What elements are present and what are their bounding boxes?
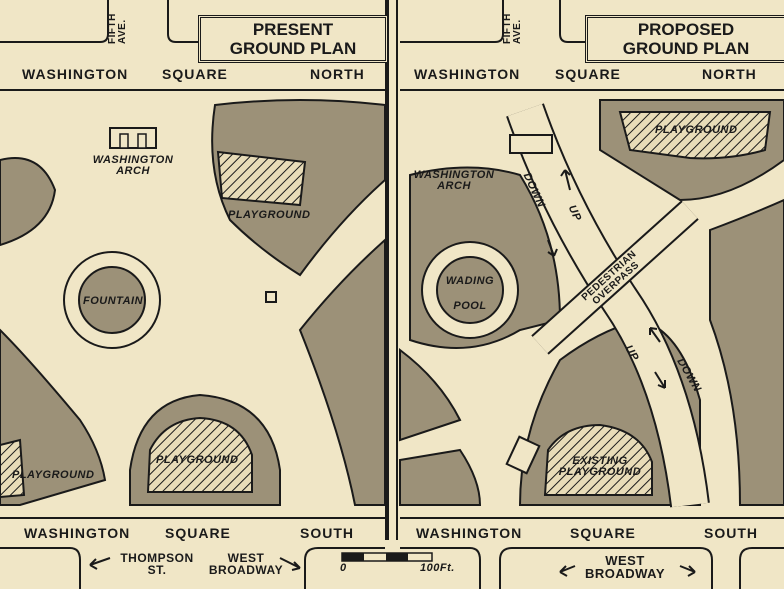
right-playground-n-label: PLAYGROUND: [655, 124, 738, 136]
right-arch-line2: ARCH: [437, 180, 471, 192]
thompson-st-label: THOMPSON ST.: [112, 552, 202, 576]
left-panel-graphic: [0, 0, 386, 589]
left-south-street-1: WASHINGTON: [24, 525, 131, 541]
wading-pool-label: WADING POOL: [440, 276, 500, 312]
right-fifth-ave-label: FIFTH AVE.: [502, 13, 523, 44]
right-arch-label: WASHINGTON ARCH: [404, 170, 504, 192]
left-playground-sw-label: PLAYGROUND: [12, 469, 95, 481]
left-north-street-1: WASHINGTON: [22, 66, 129, 82]
right-title-line1: PROPOSED: [637, 20, 735, 39]
right-arch-line1: WASHINGTON: [413, 169, 495, 181]
left-title-box: PRESENT GROUND PLAN: [198, 15, 388, 63]
left-fifth-ave-label: FIFTH AVE.: [107, 13, 128, 44]
right-north-street-3: NORTH: [702, 66, 757, 82]
fountain-label: FOUNTAIN: [83, 295, 144, 307]
right-wb-line2: BROADWAY: [584, 566, 666, 581]
right-title-line2: GROUND PLAN: [622, 39, 750, 58]
right-wb-line1: WEST: [605, 553, 645, 568]
left-title-line1: PRESENT: [252, 20, 334, 39]
existing-playground-label: EXISTING PLAYGROUND: [550, 456, 650, 478]
right-title-box: PROPOSED GROUND PLAN: [585, 15, 784, 63]
left-north-street-3: NORTH: [310, 66, 365, 82]
existing-line2: PLAYGROUND: [558, 466, 642, 478]
left-wb-line2: BROADWAY: [208, 563, 284, 577]
right-south-street-2: SQUARE: [570, 525, 636, 541]
right-north-street-2: SQUARE: [555, 66, 621, 82]
left-wb-line1: WEST: [227, 551, 265, 565]
right-west-broadway-label: WEST BROADWAY: [575, 554, 675, 580]
left-south-street-2: SQUARE: [165, 525, 231, 541]
arrow-icon: [89, 557, 111, 570]
wading-line2: POOL: [453, 300, 487, 312]
right-south-street-3: SOUTH: [704, 525, 758, 541]
left-south-street-3: SOUTH: [300, 525, 354, 541]
right-south-street-1: WASHINGTON: [416, 525, 523, 541]
left-fifth-line2: AVE.: [117, 19, 128, 44]
left-title-line2: GROUND PLAN: [229, 39, 357, 58]
existing-line1: EXISTING: [572, 455, 628, 467]
right-fifth-line2: AVE.: [512, 19, 523, 44]
arrow-icon: [279, 557, 301, 571]
left-playground-s-label: PLAYGROUND: [156, 454, 239, 466]
left-north-street-2: SQUARE: [162, 66, 228, 82]
thompson-line2: ST.: [147, 563, 167, 577]
arrow-icon: [679, 565, 696, 577]
scale-start-label: 0: [340, 562, 347, 574]
scale-bar-graphic: [341, 552, 433, 562]
left-arch-line2: ARCH: [116, 165, 150, 177]
left-playground-ne-label: PLAYGROUND: [228, 209, 311, 221]
left-west-broadway-label: WEST BROADWAY: [202, 552, 290, 576]
left-arch-line1: WASHINGTON: [92, 154, 174, 166]
right-north-street-1: WASHINGTON: [414, 66, 521, 82]
wading-line1: WADING: [445, 275, 495, 287]
scale-end-label: 100Ft.: [420, 562, 455, 574]
left-arch-label: WASHINGTON ARCH: [85, 155, 181, 177]
right-panel-graphic: [399, 0, 784, 589]
arrow-icon: [559, 565, 576, 577]
thompson-line1: THOMPSON: [120, 551, 194, 565]
